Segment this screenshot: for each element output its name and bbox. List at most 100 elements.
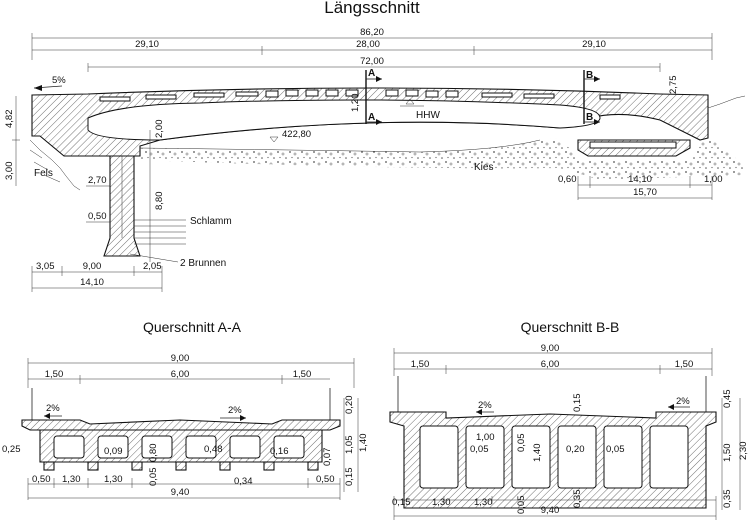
aa-dim-mid: 6,00 [171, 369, 190, 380]
water-level: 422,80 [282, 129, 311, 140]
cross-section-aa: Querschnitt A-A 9,00 1,50 6,00 1,50 [2, 319, 369, 500]
aa-feet [43, 461, 319, 471]
aa-dim-b-d: 0,50 [316, 474, 335, 485]
bb-bottom-web: 0,05 [516, 496, 527, 515]
aa-dim-left: 1,50 [45, 369, 64, 380]
dim-left-bottom: 3,00 [4, 162, 15, 181]
gravel-ground [140, 138, 745, 180]
bb-web-b: 0,05 [516, 434, 527, 453]
aa-cells [53, 435, 305, 459]
aa-right-height: 1,40 [358, 434, 369, 453]
longitudinal-section: Längsschnitt 86,20 29,10 28,00 29,10 72,… [4, 0, 746, 292]
bb-right-height: 2,30 [738, 442, 749, 461]
bb-dim-b-a: 0,15 [392, 497, 411, 508]
aa-deck-slab [21, 419, 341, 431]
slope-label: 5% [52, 75, 66, 86]
aa-right-deck: 1,05 [344, 436, 355, 455]
dim-br-b: 14,10 [628, 174, 652, 185]
aa-right-tip: 0,07 [322, 448, 333, 467]
bb-right-railing: 0,45 [722, 390, 733, 409]
bb-slope-left-icon [476, 409, 482, 415]
dim-span-left: 29,10 [135, 39, 159, 50]
bb-dim-mid: 6,00 [541, 359, 560, 370]
dim-bl-c: 2,05 [143, 261, 162, 272]
bottom-left-dims: 3,05 9,00 2,05 14,10 [31, 261, 163, 292]
dim-clearance: 2,00 [154, 120, 165, 139]
dim-span-right: 29,10 [582, 39, 606, 50]
dim-total-length: 86,20 [360, 27, 384, 38]
dim-span-mid: 28,00 [356, 39, 380, 50]
bb-web-c: 0,05 [606, 444, 625, 455]
dim-deck-length: 72,00 [360, 56, 384, 67]
aa-inner-flange: 0,48 [204, 444, 223, 455]
aa-inner-haunch: 0,34 [234, 476, 253, 487]
dim-bl-total: 14,10 [80, 277, 104, 288]
aa-dim-right: 1,50 [293, 369, 312, 380]
aa-dim-b-a: 0,50 [32, 474, 51, 485]
mud-layer [134, 219, 186, 245]
bb-dim-b-total: 9,40 [541, 505, 560, 516]
bb-dim-b-c: 1,30 [474, 497, 493, 508]
bottom-right-dims: Kies 0,60 14,10 1,00 15,70 [474, 162, 723, 200]
bb-right-bottom: 0,35 [722, 490, 733, 509]
section-mark-b: B B [583, 70, 600, 125]
longitudinal-title: Längsschnitt [324, 0, 420, 17]
aa-dim-b-c: 1,30 [104, 474, 123, 485]
dim-shaft-width: 0,50 [88, 211, 107, 222]
slope-arrow-icon [34, 85, 42, 91]
section-b-top: B [586, 70, 593, 81]
aa-dim-b-b: 1,30 [62, 474, 81, 485]
deck-cells [99, 89, 621, 102]
mud-label: Schlamm [190, 216, 232, 227]
cross-section-bb: Querschnitt B-B 9,00 1,50 6,00 1,50 2% 2… [389, 319, 749, 520]
top-dimension-chain: 86,20 29,10 28,00 29,10 72,00 [31, 27, 713, 72]
rock-face [29, 139, 81, 191]
dim-bl-a: 3,05 [36, 261, 55, 272]
bb-dim-b-b: 1,30 [432, 497, 451, 508]
dim-br-total: 15,70 [633, 187, 657, 198]
dim-right-end: 2,75 [668, 76, 679, 95]
bb-bottom-slab: 0,35 [572, 490, 583, 509]
aa-inner-web: 0,09 [104, 446, 123, 457]
bb-cells [419, 425, 689, 489]
bb-slope-right: 2% [676, 396, 690, 407]
right-embankment [707, 95, 746, 109]
gravel-label: Kies [474, 162, 493, 173]
dim-bl-b: 9,00 [83, 261, 102, 272]
dim-shaft-offset: 2,70 [88, 175, 107, 186]
wells-label: 2 Brunnen [180, 258, 226, 269]
dim-pier: 8,80 [154, 192, 165, 211]
bb-web-a: 0,05 [470, 444, 489, 455]
dim-left-top: 4,82 [4, 110, 15, 129]
aa-dim-b-total: 9,40 [171, 487, 190, 498]
bb-cell: 1,00 [476, 432, 495, 443]
section-mark-a: A A 1,20 [350, 68, 382, 125]
bb-cell-w: 0,20 [566, 444, 585, 455]
bb-dim-total: 9,00 [541, 343, 560, 354]
hhw-label: HHW [416, 110, 440, 121]
ground-line [139, 139, 541, 153]
aa-slope-left-icon [44, 413, 50, 419]
aa-slope-right: 2% [228, 405, 242, 416]
bb-dim-left: 1,50 [411, 359, 430, 370]
aa-slope-left: 2% [46, 403, 60, 414]
aa-left-cant: 0,25 [2, 444, 21, 455]
aa-inner-web-right: 0,16 [270, 446, 289, 457]
section-b-bottom: B [586, 112, 593, 123]
aa-slope-right-icon [240, 415, 246, 421]
bb-inner-height: 1,40 [532, 444, 543, 463]
bb-slope-right-icon [668, 404, 674, 410]
dim-br-c: 1,00 [704, 174, 723, 185]
superstructure-underside [87, 99, 601, 141]
bb-dim-right: 1,50 [675, 359, 694, 370]
bb-top-slab: 0,15 [572, 394, 583, 413]
dim-br-a: 0,60 [558, 174, 577, 185]
section-aa-title: Querschnitt A-A [143, 319, 242, 335]
section-a-top: A [368, 68, 375, 79]
aa-right-bottom: 0,15 [344, 468, 355, 487]
dim-mid-depth: 1,20 [350, 94, 361, 113]
bb-right-deck: 1,50 [722, 444, 733, 463]
section-a-bottom: A [368, 112, 375, 123]
section-bb-title: Querschnitt B-B [521, 319, 620, 335]
